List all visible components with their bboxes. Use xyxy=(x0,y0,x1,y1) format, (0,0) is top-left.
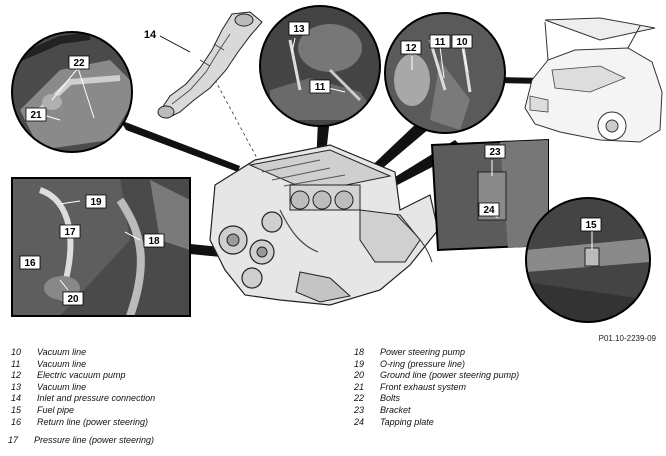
svg-text:13: 13 xyxy=(293,24,305,35)
callout-11-a: 11 xyxy=(309,79,331,94)
callout-16: 16 xyxy=(19,255,41,270)
svg-text:24: 24 xyxy=(483,205,495,216)
exploded-diagram: 22 21 14 13 11 12 11 10 23 24 15 19 xyxy=(11,5,663,323)
callout-15: 15 xyxy=(580,217,602,232)
callout-13: 13 xyxy=(288,21,310,36)
svg-text:12: 12 xyxy=(405,43,417,54)
callout-20: 20 xyxy=(62,291,84,306)
detail-view-23-24 xyxy=(430,138,549,252)
svg-text:23: 23 xyxy=(489,147,501,158)
callout-10: 10 xyxy=(451,34,473,49)
callout-11-b: 11 xyxy=(429,34,451,49)
detail-view-15 xyxy=(525,197,651,323)
svg-text:15: 15 xyxy=(585,220,597,231)
callout-19: 19 xyxy=(85,194,107,209)
svg-text:22: 22 xyxy=(73,58,85,69)
detail-view-11-13 xyxy=(259,5,381,127)
figure-reference-code: P01.10-2239-09 xyxy=(598,334,656,343)
callout-18: 18 xyxy=(143,233,165,248)
svg-text:11: 11 xyxy=(315,82,326,93)
detail-view-16-20 xyxy=(11,177,191,317)
callout-12: 12 xyxy=(400,40,422,55)
svg-text:10: 10 xyxy=(456,37,468,48)
part-14-inlet-connection xyxy=(157,11,263,119)
svg-text:20: 20 xyxy=(67,294,79,305)
engine-assembly xyxy=(209,144,439,306)
svg-text:14: 14 xyxy=(144,29,157,41)
leader-dash-14 xyxy=(214,79,259,161)
wedge-connector-21 xyxy=(120,120,240,172)
svg-text:17: 17 xyxy=(64,227,76,238)
detail-view-10-11-12 xyxy=(384,12,506,134)
callout-23: 23 xyxy=(484,144,506,159)
svg-text:16: 16 xyxy=(24,258,36,269)
callout-14: 14 xyxy=(144,29,157,41)
callout-22: 22 xyxy=(68,55,90,70)
callout-24: 24 xyxy=(478,202,500,217)
svg-text:11: 11 xyxy=(435,37,446,48)
svg-text:18: 18 xyxy=(148,236,160,247)
car-illustration xyxy=(524,17,663,143)
callout-17: 17 xyxy=(59,224,81,239)
callout-21: 21 xyxy=(25,107,47,122)
svg-text:19: 19 xyxy=(90,197,102,208)
detail-view-21-22 xyxy=(11,31,133,153)
svg-text:21: 21 xyxy=(30,110,42,121)
